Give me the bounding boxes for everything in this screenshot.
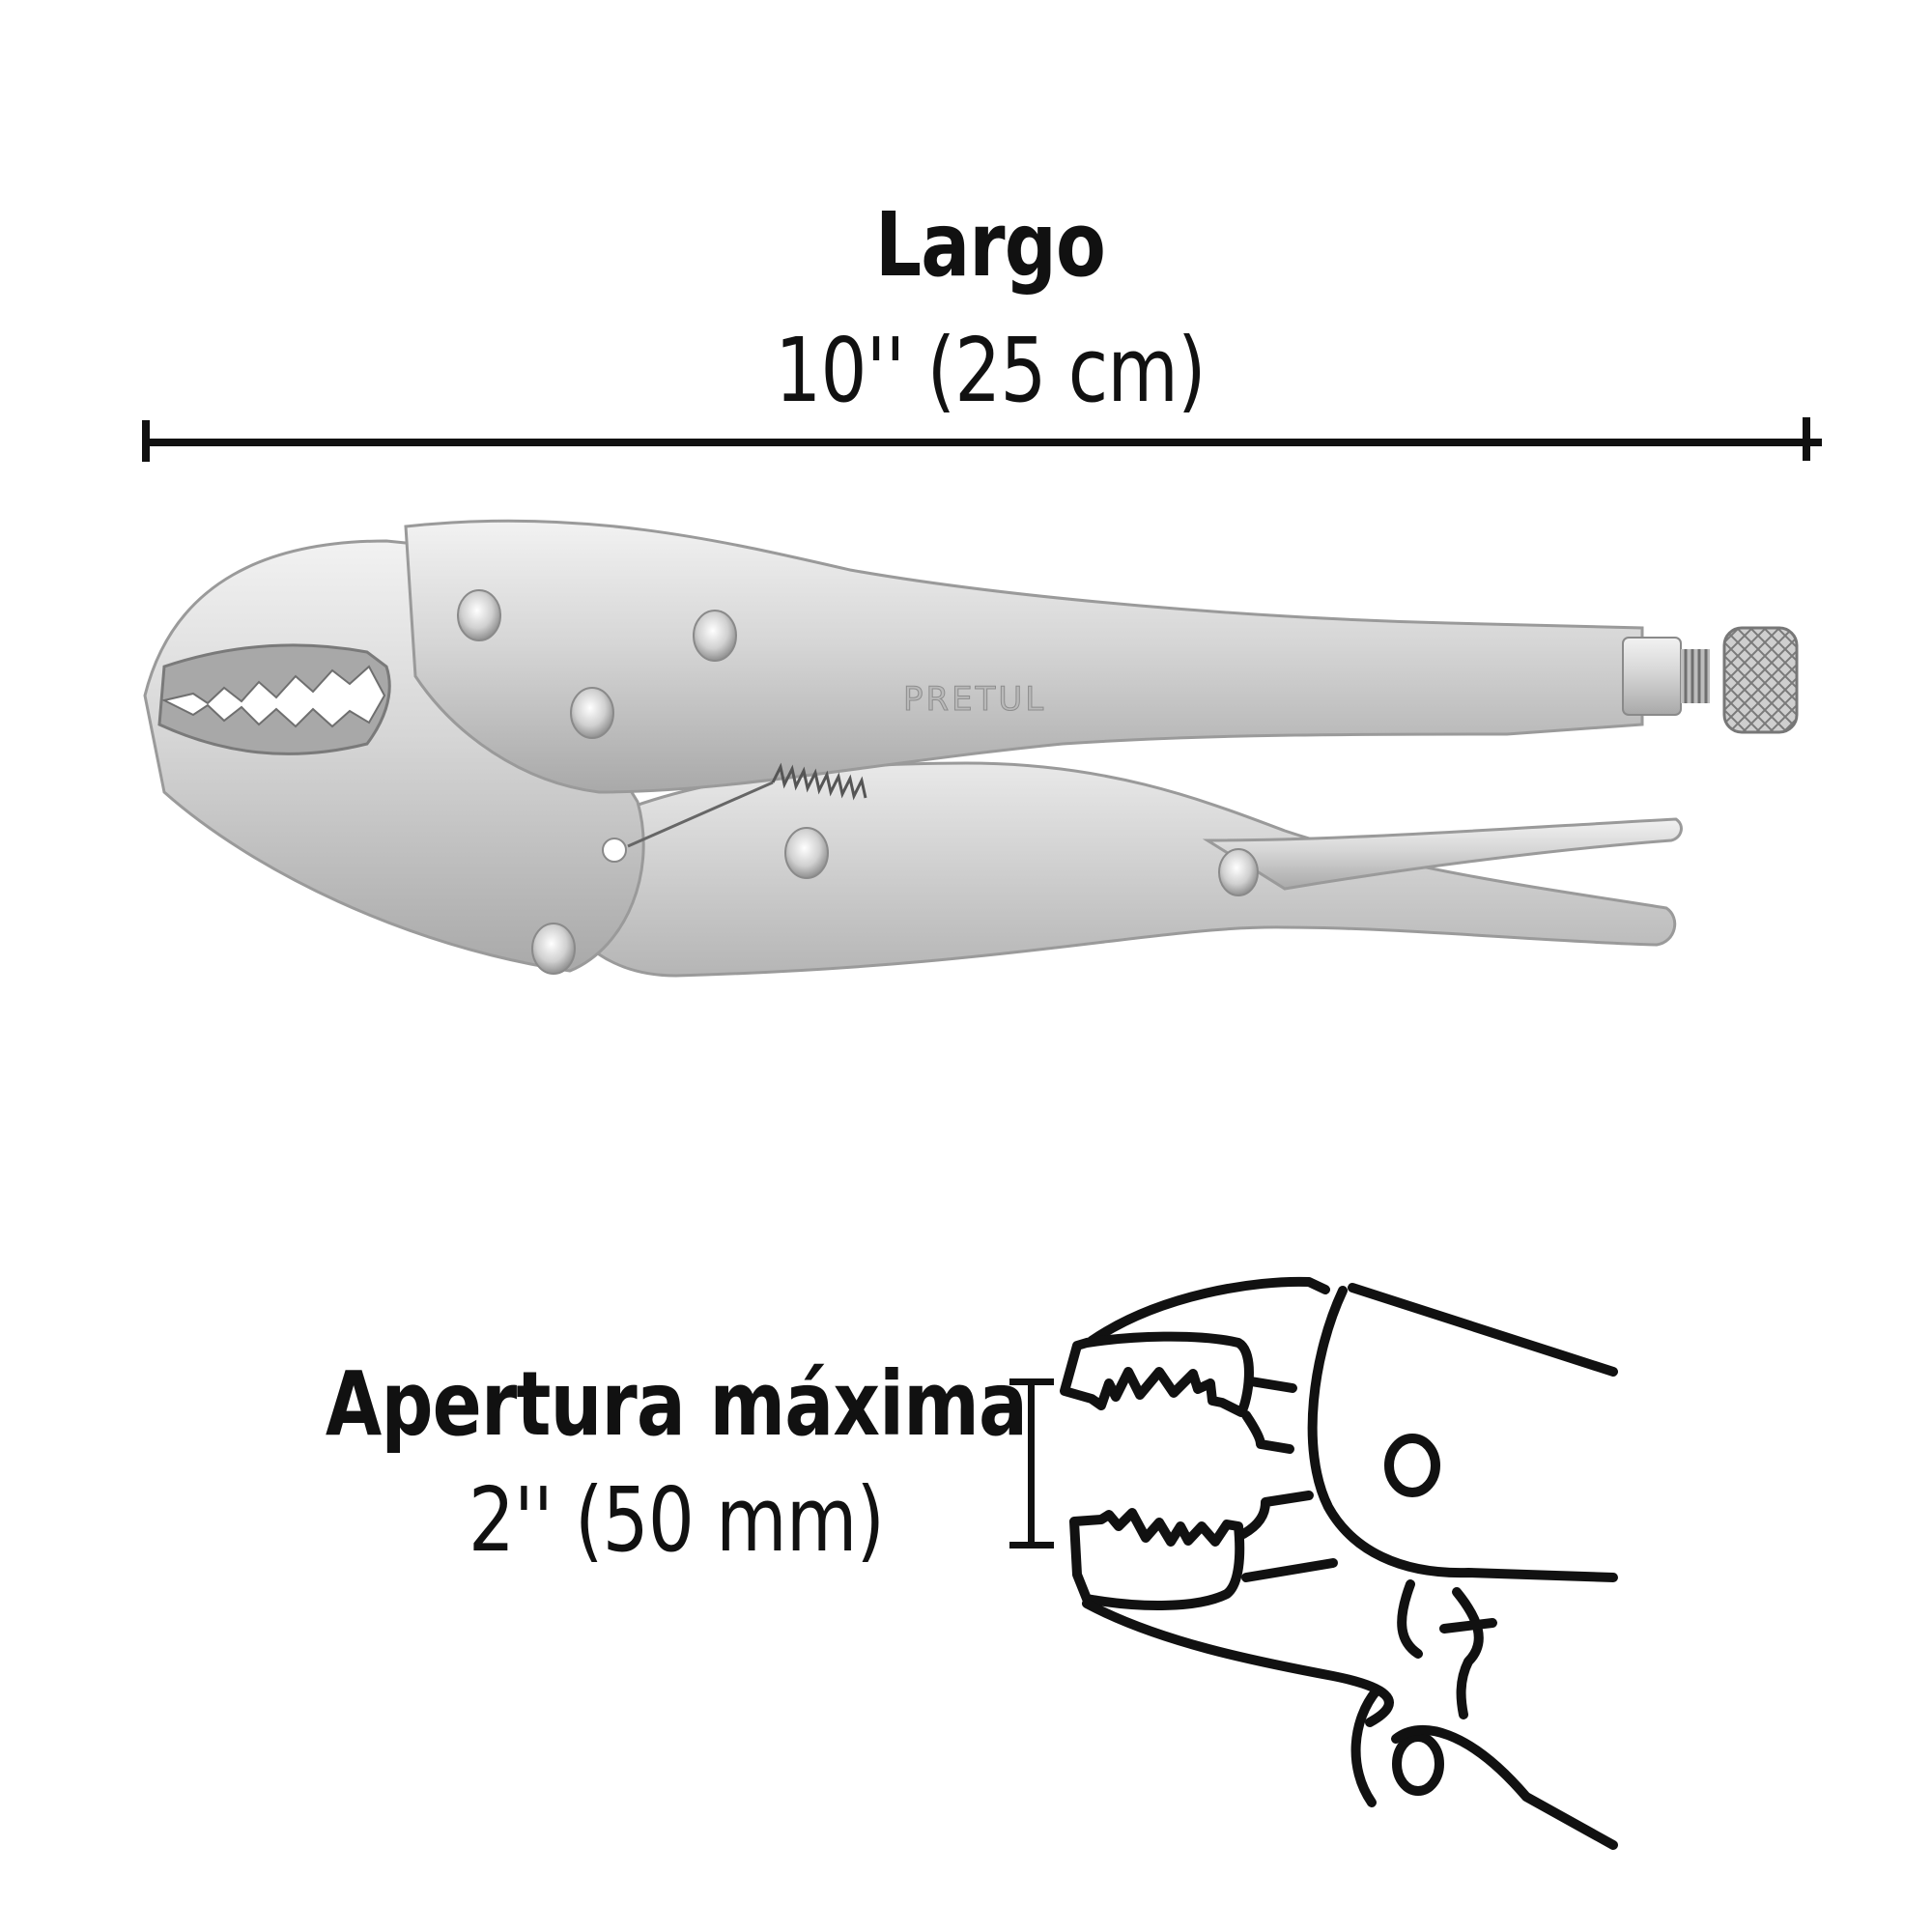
length-value: 10'' (25 cm) [775,319,1206,422]
locking-pliers-photo [143,519,1799,978]
rivet-icon [784,827,829,879]
opening-dimension-bracket [1009,1378,1054,1548]
brand-engraving: PRETUL [903,680,1046,719]
adjustment-screw-thread [1681,649,1710,703]
spring [602,762,867,863]
opening-value: 2'' (50 mm) [468,1468,885,1572]
rivet-icon [693,610,737,662]
rivet-icon [457,589,501,641]
rivet-icon [570,687,614,739]
rivet-icon [531,923,576,975]
opening-title: Apertura máxima [325,1352,1028,1456]
length-dimension-line [142,417,1822,462]
adjustment-knob [1722,626,1799,734]
length-title: Largo [875,193,1106,297]
jaw-opening-line-drawing [1060,1276,1618,1850]
rivet-icon [1218,848,1259,896]
